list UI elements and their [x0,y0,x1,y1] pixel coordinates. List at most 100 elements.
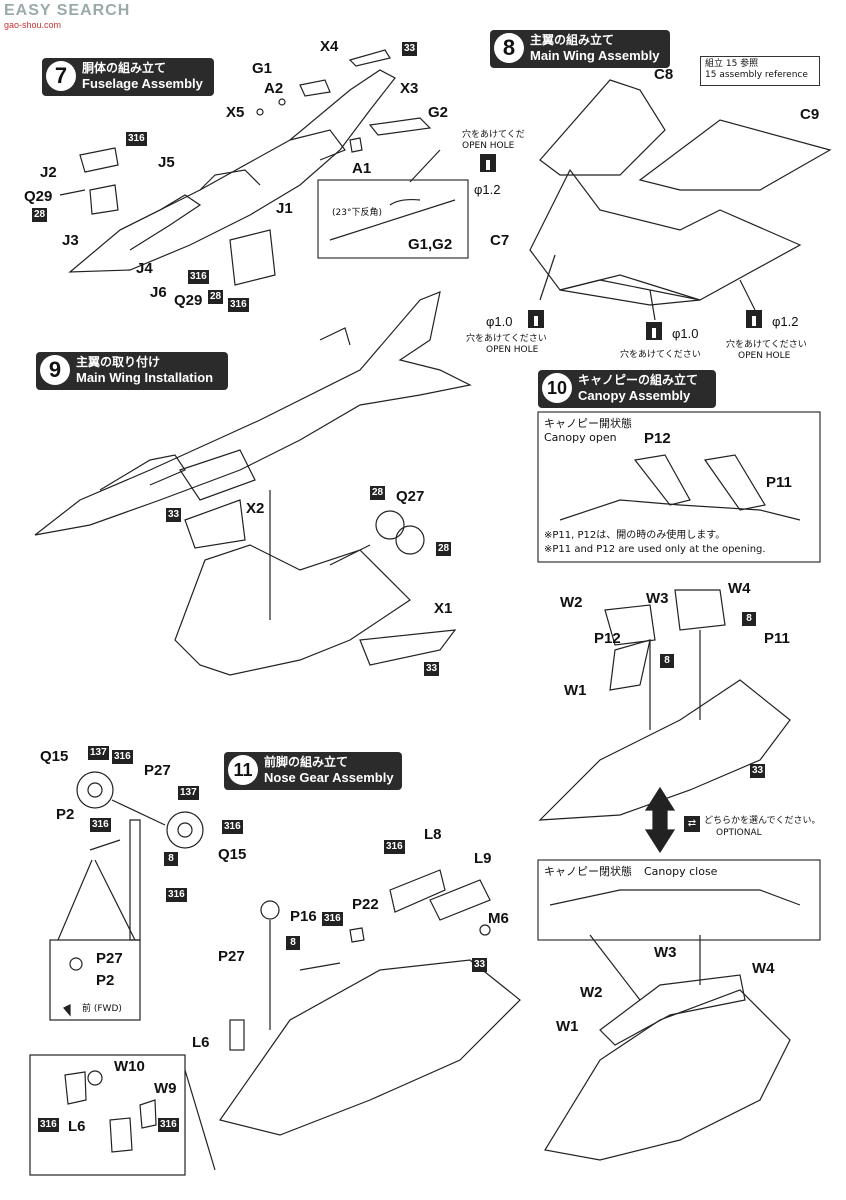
part-label: C9 [800,106,820,123]
optional-icon: ⇄ [684,816,700,832]
section-7-header: 7 胴体の組み立て Fuselage Assembly [42,58,214,96]
step-number: 7 [46,61,76,91]
part-label: C8 [654,66,674,83]
canopy-open-drawing [559,454,801,521]
step-number: 11 [228,755,258,785]
section-9-header: 9 主翼の取り付け Main Wing Installation [36,352,228,390]
part-label: Q15 [40,748,69,765]
section-title-jp: 胴体の組み立て [82,61,167,75]
part-label: W9 [154,1080,177,1097]
color-chip: 316 [166,888,187,902]
section-title-en: Main Wing Assembly [530,48,660,63]
drill-hole-icon [528,310,544,328]
drill-size: φ1.2 [474,182,501,197]
part-label: P27 [96,950,123,967]
part-label: L8 [424,826,442,843]
part-label: M6 [488,910,509,927]
part-label: P16 [290,908,317,925]
part-label: L6 [192,1034,210,1051]
step-number: 10 [542,373,572,403]
part-label: W2 [580,984,603,1001]
hole-note-en: OPEN HOLE [462,141,515,151]
section-title-en: Canopy Assembly [578,388,691,403]
color-chip: 8 [164,852,178,866]
color-chip: 8 [660,654,674,668]
color-chip: 137 [88,746,109,760]
section-title-en: Fuselage Assembly [82,76,203,91]
part-label: X1 [434,600,453,617]
canopy-open-en: Canopy open [544,431,617,444]
hole-note-jp: 穴をあけてください [620,350,701,360]
canopy-open-jp: キャノピー開状態 [544,417,632,430]
color-chip: 316 [384,840,405,854]
part-label: P22 [352,896,379,913]
watermark-logo: EASY SEARCH gao-shou.com [4,2,130,30]
part-label: P11 [766,474,792,491]
section-10-header: 10 キャノピーの組み立て Canopy Assembly [538,370,716,408]
drill-size: φ1.0 [672,326,699,341]
part-label: Q15 [218,846,247,863]
canopy-close-drawing [544,934,791,1161]
part-label: J3 [62,232,79,249]
part-label: G2 [428,104,449,121]
watermark-text: EASY SEARCH [4,2,131,19]
part-label: A2 [264,80,284,97]
hole-note-en: OPEN HOLE [486,345,539,355]
color-chip: 316 [158,1118,179,1132]
section-title-jp: 主翼の取り付け [76,355,161,369]
section-title-jp: キャノピーの組み立て [578,373,699,387]
part-label: A1 [352,160,372,177]
drill-hole-icon [646,322,662,340]
part-label: X2 [246,500,265,517]
color-chip: 33 [166,508,182,522]
fuselage-drawing [59,49,432,286]
color-chip: 33 [424,662,440,676]
part-label: P2 [96,972,115,989]
step-number: 9 [40,355,70,385]
color-chip: 28 [32,208,48,222]
aircraft-top-drawing [34,291,472,536]
part-label: W3 [646,590,669,607]
reference-en: 15 assembly reference [705,70,808,80]
part-label: W10 [114,1058,145,1075]
drill-size: φ1.0 [486,314,513,329]
drill-hole-icon [746,310,762,328]
hole-note-jp: 穴をあけてください [466,334,547,344]
assembly-reference: 組立 15 参照 15 assembly reference [700,56,820,86]
nose-gear-drawing [29,771,521,1176]
color-chip: 33 [750,764,766,778]
section-title-en: Nose Gear Assembly [264,770,394,785]
part-label: J2 [40,164,57,181]
part-label: X3 [400,80,419,97]
color-chip: 316 [90,818,111,832]
part-label: W2 [560,594,583,611]
part-label: Q27 [396,488,425,505]
color-chip: 316 [188,270,209,284]
color-chip: 28 [370,486,386,500]
canopy-close-en: Canopy close [644,865,718,878]
wing-install-drawing [174,490,457,676]
part-label: X5 [226,104,245,121]
drill-hole-icon [480,154,496,172]
part-label: G1 [252,60,273,77]
part-label: P12 [644,430,671,447]
color-chip: 316 [126,132,147,146]
part-label: P27 [218,948,245,965]
part-label: J6 [150,284,167,301]
color-chip: 8 [286,936,300,950]
reference-jp: 組立 15 参照 [705,59,759,69]
part-label: L9 [474,850,492,867]
part-label: G1,G2 [408,236,453,253]
part-label: P12 [594,630,621,647]
watermark-sub: gao-shou.com [4,20,62,30]
section-8-header: 8 主翼の組み立て Main Wing Assembly [490,30,670,68]
part-label: P2 [56,806,75,823]
part-label: J4 [136,260,153,277]
part-label: P11 [764,630,790,647]
hole-note-jp: 穴をあけてくだ [462,130,525,140]
part-label: W4 [728,580,751,597]
color-chip: 316 [112,750,133,764]
forward-note: 前 (FWD) [82,1004,122,1014]
color-chip: 316 [222,820,243,834]
